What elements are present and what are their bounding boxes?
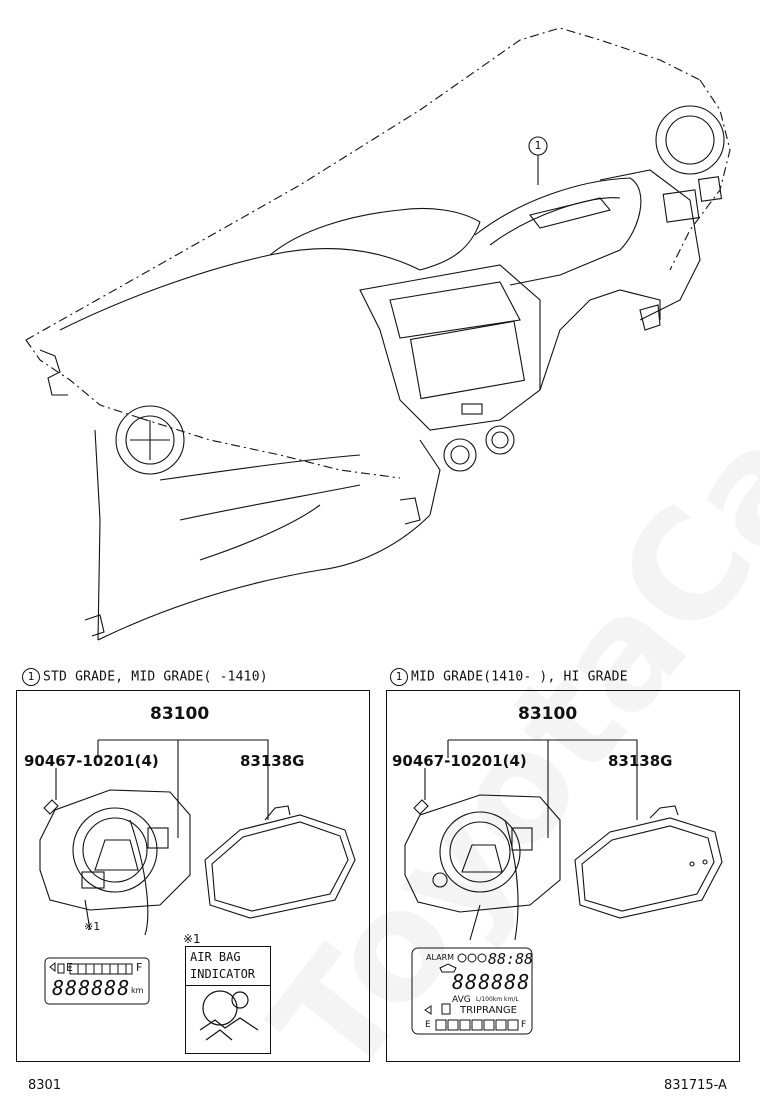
footer-figure-code: 831715-A bbox=[664, 1078, 727, 1093]
panel-2-glass-number: 83138G bbox=[608, 752, 673, 770]
airbag-indicator-box: AIR BAG INDICATOR bbox=[185, 946, 271, 1054]
left-odometer-unit: km bbox=[131, 986, 144, 995]
panel-2-screw-number: 90467-10201(4) bbox=[392, 752, 527, 770]
airbag-label-line2: INDICATOR bbox=[190, 967, 256, 981]
panel-1-callout: 1 bbox=[22, 668, 40, 686]
panel-1-caption-text: STD GRADE, MID GRADE( -1410) bbox=[43, 669, 268, 685]
airbag-label-line1: AIR BAG bbox=[190, 950, 241, 964]
right-odometer-digits: 888888 bbox=[452, 970, 531, 994]
panel-2-assembly-number: 83100 bbox=[518, 704, 578, 724]
right-avg-unit: L/100km km/L bbox=[476, 996, 519, 1003]
left-fuel-e-label: E bbox=[66, 961, 73, 974]
right-clock-digits: 88:88 bbox=[488, 950, 534, 968]
right-alarm-label: ALARM bbox=[426, 953, 455, 962]
panel-1-glass-number: 83138G bbox=[240, 752, 305, 770]
panel-1-note-mark: ※1 bbox=[84, 920, 101, 933]
footer-page-code: 8301 bbox=[28, 1078, 62, 1093]
panel-1-assembly-number: 83100 bbox=[150, 704, 210, 724]
left-odometer-digits: 888888 bbox=[52, 976, 131, 1000]
callout-1-label: 1 bbox=[534, 139, 542, 152]
panel-1-frame bbox=[16, 690, 370, 1062]
right-fuel-f-label: F bbox=[521, 1020, 527, 1030]
right-trip-label: TRIPRANGE bbox=[460, 1005, 517, 1016]
right-fuel-e-label: E bbox=[425, 1020, 431, 1030]
panel-2-callout: 1 bbox=[390, 668, 408, 686]
airbag-note-mark: ※1 bbox=[183, 932, 201, 946]
panel-2-caption-text: MID GRADE(1410- ), HI GRADE bbox=[411, 669, 628, 685]
right-avg-label: AVG bbox=[452, 995, 471, 1005]
panel-1-screw-number: 90467-10201(4) bbox=[24, 752, 159, 770]
panel-2-frame bbox=[386, 690, 740, 1062]
left-fuel-f-label: F bbox=[136, 961, 143, 974]
